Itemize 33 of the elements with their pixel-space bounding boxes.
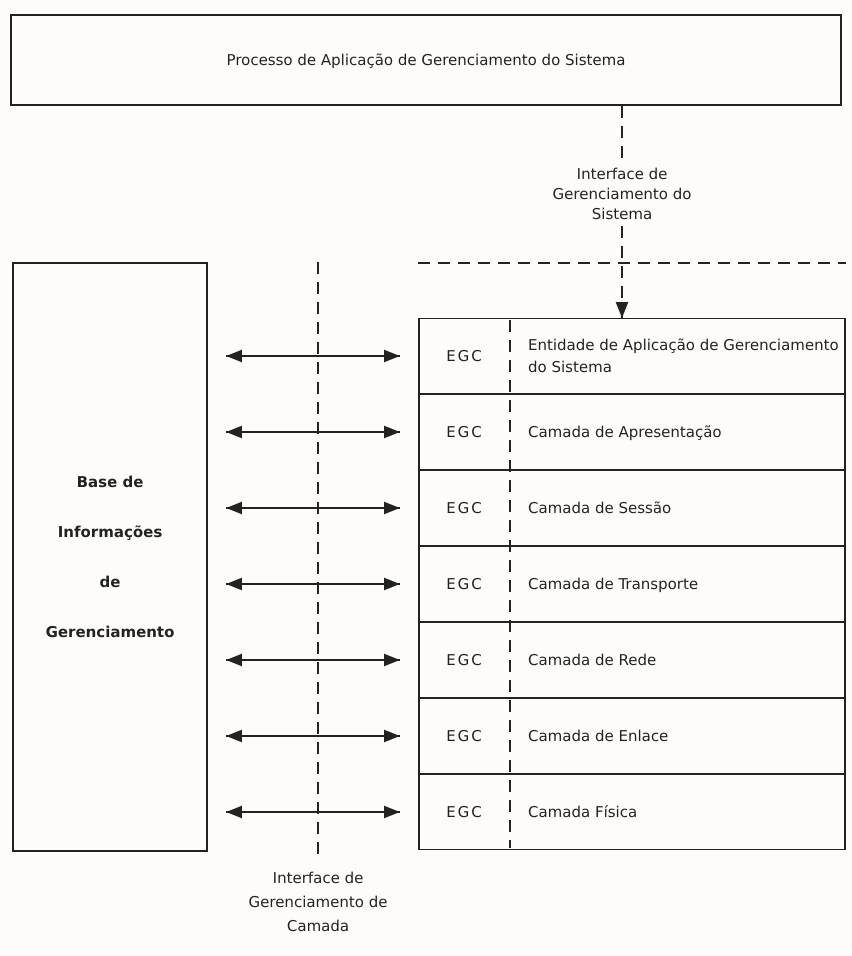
layer-row <box>418 698 846 774</box>
database-label: Base de Informações de Gerenciamento <box>46 472 174 643</box>
entity-label: EGC <box>445 803 485 821</box>
entity-label: EGC <box>445 499 485 517</box>
entity-label: EGC <box>445 727 485 745</box>
process-box <box>10 14 842 106</box>
layer-row <box>418 622 846 698</box>
entity-label: EGC <box>445 651 485 669</box>
double-arrow <box>226 426 400 438</box>
layer-row <box>418 470 846 546</box>
entity-label: EGC <box>445 347 485 365</box>
layer-label: Camada Física <box>527 802 638 823</box>
layer-label: Camada de Sessão <box>527 498 672 519</box>
double-arrow <box>226 730 400 742</box>
layer-label: Camada de Rede <box>527 650 656 671</box>
layer-label: Entidade de Aplicação de Gerenciamento do Sistema <box>527 335 840 378</box>
double-arrow <box>226 502 400 514</box>
double-arrow <box>226 350 400 362</box>
double-arrow <box>226 806 400 818</box>
process-label: Processo de Aplicação de Gerenciamento do Sistema <box>226 51 626 69</box>
interface-label: Interface de Gerenciamento de Camada <box>248 868 388 937</box>
layer-label: Camada de Enlace <box>527 726 668 747</box>
layer-row <box>418 774 846 850</box>
layer-label: Camada de Transporte <box>527 574 698 595</box>
entity-label: EGC <box>445 575 485 593</box>
layer-label: Camada de Apresentação <box>527 422 722 443</box>
entity-label: EGC <box>445 423 485 441</box>
layer-row <box>418 546 846 622</box>
double-arrow <box>226 654 400 666</box>
double-arrow <box>226 578 400 590</box>
layer-row <box>418 318 846 394</box>
database-box <box>12 262 208 852</box>
layer-row <box>418 394 846 470</box>
